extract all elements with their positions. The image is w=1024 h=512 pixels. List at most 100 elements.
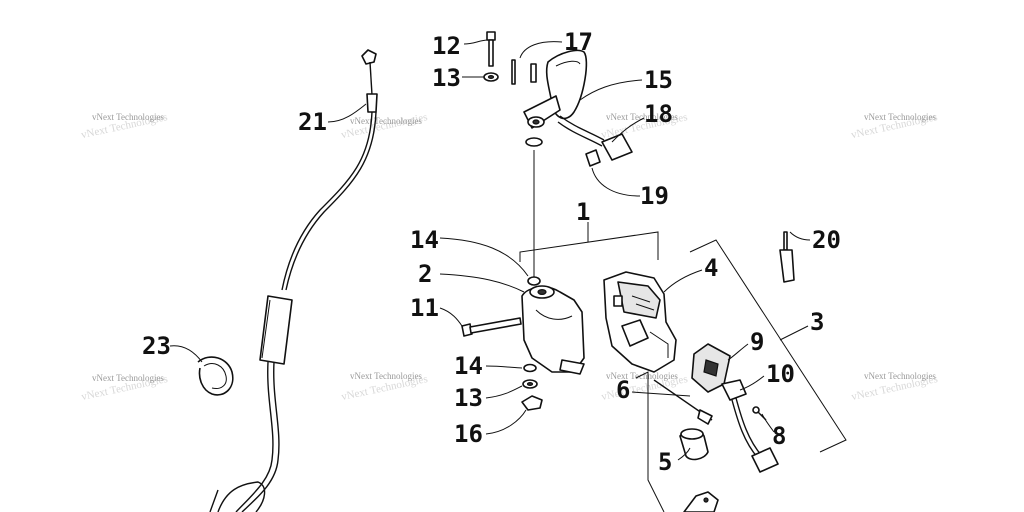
assembly-bracket-6 <box>635 371 665 512</box>
callout-12: 12 <box>432 32 461 60</box>
callout-8: 8 <box>772 422 786 450</box>
watermark-text: vNext Technologies <box>864 112 936 122</box>
cap-top <box>680 428 704 440</box>
washer-part-14-lower[interactable] <box>523 363 537 373</box>
nut-part-16[interactable] <box>521 395 543 411</box>
callout-20: 20 <box>812 226 841 254</box>
connector-body <box>601 133 633 161</box>
watermark-7: vNext Technologies vNext Technologies <box>600 371 689 403</box>
screw-shank <box>469 317 522 334</box>
bracket-3-stem <box>779 325 809 341</box>
leader-9 <box>727 343 749 361</box>
bolt-shank <box>488 39 494 67</box>
callout-21: 21 <box>298 108 327 136</box>
clamp-ring-part-23[interactable] <box>197 356 234 396</box>
callout-3: 3 <box>810 308 824 336</box>
lever-lower-washer <box>525 137 543 147</box>
watermark-1: vNext Technologies vNext Technologies <box>80 111 169 141</box>
cable-lower-sheath <box>235 361 274 512</box>
switch-harness-part-10[interactable] <box>721 379 779 473</box>
callout-1: 1 <box>576 198 590 226</box>
lever-paddle-edge <box>555 60 581 67</box>
spring-tip <box>697 409 713 425</box>
washer-part-13-upper[interactable] <box>483 72 499 82</box>
leader-2 <box>439 273 525 293</box>
leader-21 <box>327 103 367 123</box>
harness-plate <box>721 379 747 401</box>
washer-part-14-upper[interactable] <box>527 276 541 286</box>
cable-inner-wire <box>369 61 373 96</box>
housing-lug <box>613 295 623 307</box>
leader-14-lower <box>485 365 523 369</box>
leader-20 <box>789 231 811 241</box>
leader-11 <box>439 307 463 327</box>
switch-wire-part-18[interactable] <box>557 115 605 147</box>
leader-13-lower <box>485 385 523 399</box>
cover-contour <box>535 309 573 320</box>
callout-16: 16 <box>454 420 483 448</box>
callout-2: 2 <box>418 260 432 288</box>
main-housing-part-4[interactable] <box>603 271 677 373</box>
washer-part-13-lower[interactable] <box>522 379 538 389</box>
callout-5: 5 <box>658 448 672 476</box>
pin-shaft <box>511 59 516 85</box>
bracket-1-line <box>519 231 659 262</box>
pin-part-17[interactable] <box>511 59 537 85</box>
leader-16 <box>485 409 527 435</box>
cable-outer-sheath <box>281 111 373 291</box>
bolt-head <box>486 31 496 41</box>
callout-14-lower: 14 <box>454 352 483 380</box>
washer-outer <box>523 363 537 373</box>
callout-11: 11 <box>410 294 439 322</box>
assembly-bracket-1 <box>519 222 659 262</box>
watermark-8: vNext Technologies vNext Technologies <box>850 371 939 403</box>
spring-part-6[interactable] <box>653 379 713 425</box>
clamp-ring-inner <box>203 363 227 389</box>
connector-clip <box>585 149 601 167</box>
cable-outer-sheath-edge <box>285 111 377 291</box>
housing-cover-part-2[interactable] <box>521 285 585 375</box>
pin-clip <box>530 63 537 83</box>
watermark-text: vNext Technologies <box>350 371 422 381</box>
connector-part-19[interactable] <box>585 133 633 167</box>
assembly-bracket-3 <box>689 239 847 453</box>
leader-6 <box>631 391 691 397</box>
bracket-piece <box>683 491 719 512</box>
throttle-lever-part-15[interactable] <box>523 49 588 147</box>
leader-10 <box>739 375 765 391</box>
switch-block-face <box>703 359 719 377</box>
cable-adjuster-highlight <box>261 299 271 359</box>
screw-head <box>752 406 760 414</box>
cable-lower-sheath-edge <box>241 361 280 512</box>
clip-stem <box>783 231 788 251</box>
throttle-cable-part-21[interactable] <box>209 49 378 512</box>
callout-6: 6 <box>616 376 630 404</box>
harness-wire-edge <box>731 399 759 459</box>
callout-9: 9 <box>750 328 764 356</box>
callout-14-upper: 14 <box>410 226 439 254</box>
watermark-5: vNext Technologies vNext Technologies <box>80 373 169 403</box>
watermark-2: vNext Technologies vNext Technologies <box>340 111 429 141</box>
harness-connector <box>751 447 779 473</box>
callout-10: 10 <box>766 360 795 388</box>
leader-23 <box>169 345 203 363</box>
bolt-part-12[interactable] <box>486 31 496 67</box>
housing-ribs <box>631 295 655 311</box>
watermark-text: vNext Technologies <box>92 373 164 383</box>
leader-19 <box>591 167 641 197</box>
leader-14-upper <box>439 237 529 277</box>
lever-pivot-hole <box>532 119 540 125</box>
bracket-body <box>683 491 719 512</box>
cable-loop <box>217 481 266 512</box>
watermark-4: vNext Technologies vNext Technologies <box>850 111 939 141</box>
screw-part-11[interactable] <box>461 317 522 337</box>
leader-4 <box>663 269 703 293</box>
bracket-6-line <box>635 371 665 512</box>
cable-end-barrel <box>361 49 377 65</box>
clip-part-20[interactable] <box>779 231 795 283</box>
washer-hole <box>526 382 534 387</box>
watermark-text: vNext Technologies <box>864 371 936 381</box>
callout-19: 19 <box>640 182 669 210</box>
cover-body <box>521 286 585 373</box>
